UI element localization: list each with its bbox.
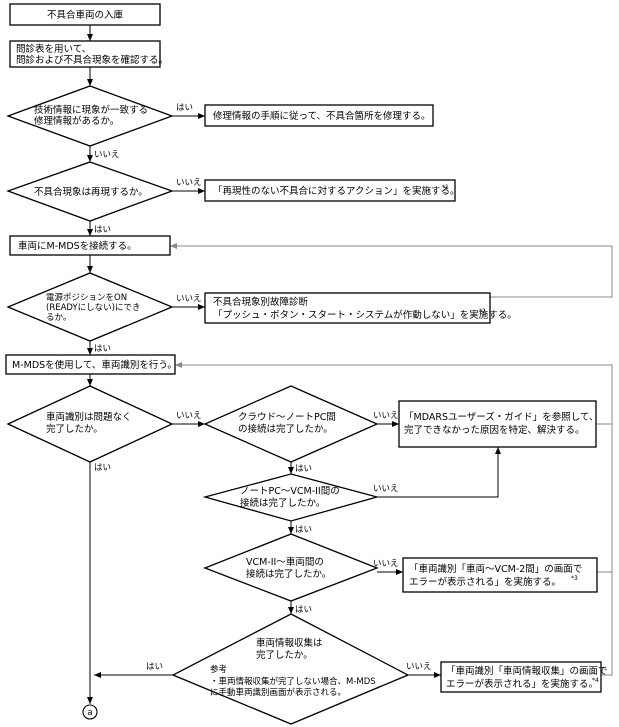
vcm-vehicle-line1: VCM-II〜車両間の	[246, 556, 324, 568]
vcm-vehicle-line2: 接続は完了したか。	[246, 568, 331, 580]
process-box-connect-mmds: 車両にM-MDSを接続する。	[9, 235, 171, 256]
vehicle-info-collection-line1: 車両情報収集は	[256, 637, 323, 649]
process-box-interview: 問診表を用いて、 問診および不具合現象を確認する。	[9, 40, 168, 68]
label-yes-d2: はい	[94, 225, 111, 235]
connector-a-label: a	[87, 708, 92, 718]
vehicle-info-error-line1: 「車両識別「車両情報収集」の画面で	[446, 665, 608, 677]
decision-identification-complete: 車両識別は問題なく 完了したか。	[6, 385, 174, 463]
label-yes-d3: はい	[94, 344, 111, 354]
process-box-vehicle-info-error: 「車両識別「車両情報収集」の画面で エラーが表示される」を実施する。 *4	[440, 661, 608, 693]
label-yes-d6: はい	[295, 525, 312, 535]
label-yes-d7: はい	[295, 605, 312, 615]
label-no-d2: いいえ	[176, 178, 202, 188]
notepc-vcm-line1: ノートPC〜VCM-II間の	[240, 486, 340, 497]
vehicle-info-collection-line2: 完了したか。	[256, 649, 313, 661]
notepc-vcm-line2: 接続は完了したか。	[240, 497, 325, 509]
process-box-no-reproduce-action: 「再現性のない不具合に対するアクション」を実施する。 *1	[204, 179, 460, 202]
decision-vehicle-info-collection: 車両情報収集は 完了したか。 参考 ・車両情報収集が完了しない場合、M-MDS …	[171, 613, 410, 725]
connect-mmds-text: 車両にM-MDSを接続する。	[18, 240, 137, 252]
reference-note-title: 参考	[210, 664, 227, 675]
label-no-d7: いいえ	[373, 559, 399, 569]
footnote-mark-3: *3	[571, 575, 578, 582]
no-reproduce-action-text: 「再現性のない不具合に対するアクション」を実施する。	[213, 185, 460, 197]
decision-notepc-vcm: ノートPC〜VCM-II間の 接続は完了したか。	[202, 473, 380, 522]
label-yes-d4: はい	[94, 463, 111, 473]
vehicle-entry-text: 不具合車両の入庫	[47, 9, 124, 21]
process-box-push-button-diagnosis: 不具合現象別故障診断 「プッシュ・ボタン・スタート・システムが作動しない」を実施…	[204, 292, 517, 324]
connector-lines	[87, 25, 613, 704]
tech-info-match-line1: 技術情報に現象が一致する	[34, 104, 148, 116]
process-box-repair: 修理情報の手順に従って、不具合箇所を修理する。	[204, 104, 434, 127]
power-position-line3: るか。	[46, 313, 71, 323]
decision-tech-info-match: 技術情報に現象が一致する 修理情報があるか。	[6, 85, 174, 147]
mdars-guide-line2: 完了できなかった原因を特定、解決する。	[404, 424, 585, 436]
vcm-vehicle-error-line2: エラーが表示される」を実施する。	[409, 576, 561, 588]
label-yes-d5: はい	[295, 464, 312, 474]
tech-info-match-line2: 修理情報があるか。	[34, 115, 119, 127]
label-yes-d8: はい	[146, 662, 163, 672]
process-box-vehicle-entry: 不具合車両の入庫	[9, 3, 161, 26]
label-no-d4: いいえ	[176, 411, 202, 421]
mdars-guide-line1: 「MDARSユーザーズ・ガイド」を参照して、	[404, 411, 599, 423]
vcm-vehicle-error-line1: 「車両識別「車両〜VCM-2間」の画面で	[409, 563, 582, 575]
identification-complete-line2: 完了したか。	[46, 423, 103, 435]
identification-complete-line1: 車両識別は問題なく	[46, 411, 132, 423]
process-box-vehicle-identification: M-MDSを使用して、車両識別を行う。	[5, 354, 177, 375]
process-box-vcm-vehicle-error: 「車両識別「車両〜VCM-2間」の画面で エラーが表示される」を実施する。 *3	[402, 557, 598, 593]
power-position-line1: 電源ポジションをON	[46, 293, 127, 303]
cloud-notepc-line2: の接続は完了したか。	[238, 423, 333, 435]
vehicle-identification-text: M-MDSを使用して、車両識別を行う。	[12, 359, 177, 371]
label-no-d3: いいえ	[176, 294, 202, 304]
footnote-mark-1: *1	[442, 184, 449, 191]
footnote-mark-4: *4	[592, 677, 599, 684]
decision-reproduce: 不具合現象は再現するか。	[6, 161, 174, 222]
push-button-diagnosis-line2: 「プッシュ・ボタン・スタート・システムが作動しない」を実施する。	[213, 309, 517, 321]
label-no-d6: いいえ	[373, 484, 399, 494]
decision-cloud-notepc: クラウド〜ノートPC間 の接続は完了したか。	[203, 385, 379, 463]
interview-text-line1: 問診表を用いて、	[16, 43, 91, 55]
decision-power-position: 電源ポジションをON (READYにしない)にでき るか。	[6, 272, 174, 342]
reference-note-line1: ・車両情報収集が完了しない場合、M-MDS	[210, 676, 376, 687]
interview-text-line2: 問診および不具合現象を確認する。	[16, 54, 168, 66]
label-no-d5: いいえ	[373, 411, 399, 421]
offpage-connector-a: a	[82, 704, 98, 720]
reproduce-text: 不具合現象は再現するか。	[34, 186, 148, 198]
power-position-line2: (READYにしない)にでき	[46, 303, 141, 313]
process-box-mdars-guide: 「MDARSユーザーズ・ガイド」を参照して、 完了できなかった原因を特定、解決す…	[398, 400, 599, 448]
decision-vcm-vehicle: VCM-II〜車両間の 接続は完了したか。	[203, 533, 379, 602]
label-no-d8: いいえ	[406, 662, 432, 672]
label-no-d1: いいえ	[94, 150, 120, 160]
push-button-diagnosis-line1: 不具合現象別故障診断	[213, 296, 309, 308]
label-yes-d1: はい	[176, 103, 193, 113]
branch-labels: はい いいえ いいえ はい いいえ はい いいえ はい いいえ はい いいえ は…	[94, 103, 432, 672]
footnote-mark-2: *2	[479, 308, 486, 315]
repair-text: 修理情報の手順に従って、不具合箇所を修理する。	[213, 110, 431, 122]
vehicle-info-error-line2: エラーが表示される」を実施する。	[446, 678, 598, 690]
cloud-notepc-line1: クラウド〜ノートPC間	[238, 412, 336, 423]
reference-note-line2: に手動車両識別画面が表示される。	[210, 687, 346, 698]
